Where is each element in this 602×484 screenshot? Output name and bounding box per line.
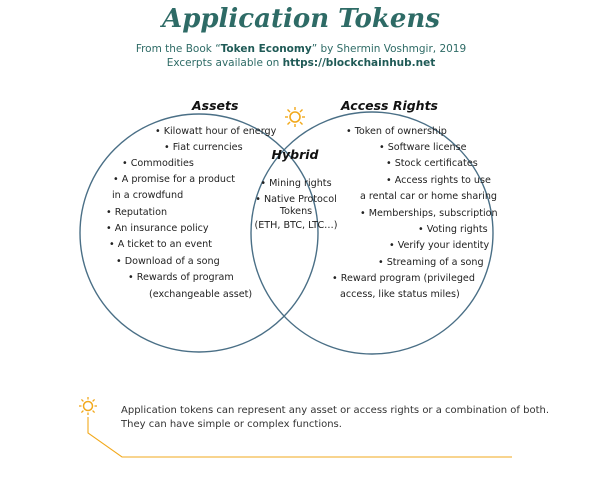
book-title: Token Economy xyxy=(220,43,312,55)
excerpts-prefix: Excerpts available on xyxy=(166,57,283,69)
book-credit: From the Book “Token Economy” by Shermin… xyxy=(0,43,602,55)
excerpts-line: Excerpts available on https://blockchain… xyxy=(0,57,602,69)
footer-line: They can have simple or complex function… xyxy=(121,419,342,430)
access-item: • Token of ownership xyxy=(346,126,447,137)
access-item: • Streaming of a song xyxy=(378,257,484,268)
asset-item: (exchangeable asset) xyxy=(149,289,253,300)
access-item: • Verify your identity xyxy=(389,240,490,251)
access-item: • Access rights to use xyxy=(386,175,491,186)
footer-sun-icon xyxy=(79,397,97,415)
access-item: access, like status miles) xyxy=(340,289,460,300)
access-item: • Memberships, subscription xyxy=(360,208,498,219)
asset-item: • A promise for a product xyxy=(113,174,236,185)
asset-item: • Fiat currencies xyxy=(164,142,243,153)
asset-item: • Download of a song xyxy=(116,256,220,267)
asset-item: • A ticket to an event xyxy=(109,239,212,250)
access-item: • Voting rights xyxy=(418,224,488,235)
access-item: a rental car or home sharing xyxy=(360,191,497,202)
asset-item: • Reputation xyxy=(106,207,168,218)
access-item: • Stock certificates xyxy=(386,158,478,169)
asset-item: in a crowdfund xyxy=(112,190,184,201)
assets-title: Assets xyxy=(192,98,239,113)
access-rights-circle xyxy=(250,111,494,355)
page-title: Application Tokens xyxy=(162,4,440,34)
access-rights-title: Access Rights xyxy=(341,98,438,113)
asset-item: • Commodities xyxy=(122,158,194,169)
footer-note: Application tokens can represent any ass… xyxy=(121,404,561,432)
footer-connector-line xyxy=(87,417,512,458)
hybrid-item: Tokens xyxy=(279,206,313,217)
assets-circle xyxy=(79,113,319,353)
asset-item: • Rewards of program xyxy=(128,272,234,283)
credit-suffix: ” by Shermin Voshmgir, 2019 xyxy=(311,43,467,55)
blockchainhub-link[interactable]: https://blockchainhub.net xyxy=(282,57,436,69)
access-item: • Software license xyxy=(379,142,467,153)
credit-prefix: From the Book “ xyxy=(135,43,221,55)
asset-item: • Kilowatt hour of energy xyxy=(155,126,277,137)
hybrid-item: • Mining rights xyxy=(260,178,332,189)
hybrid-item: • Native Protocol xyxy=(255,194,337,205)
footer-line: Application tokens can represent any ass… xyxy=(121,405,550,416)
asset-item: • An insurance policy xyxy=(106,223,209,234)
access-item: • Reward program (privileged xyxy=(332,273,475,284)
hybrid-title: Hybrid xyxy=(271,147,319,162)
hybrid-item: (ETH, BTC, LTC…) xyxy=(254,220,338,231)
sun-icon xyxy=(285,107,305,127)
